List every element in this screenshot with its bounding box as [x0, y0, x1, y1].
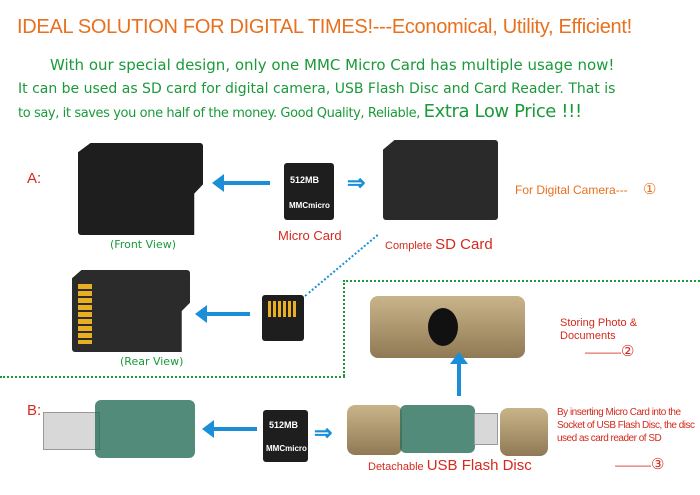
micro-card-image: 512MB MMCmicro — [284, 163, 334, 220]
section-a-label: A: — [27, 170, 42, 187]
usb-flash-label: USB Flash Disc — [426, 457, 532, 474]
dotted-connector — [304, 234, 379, 297]
camera-use-label: For Digital Camera--- ① — [515, 180, 656, 198]
num: ③ — [651, 456, 665, 473]
intro-line3-text: to say, it saves you one half of the mon… — [18, 106, 420, 121]
headline-main: IDEAL SOLUTION FOR DIGITAL TIMES! — [17, 16, 373, 38]
card-brand: MMCmicro — [266, 444, 307, 453]
headline-sep: --- — [372, 16, 392, 38]
card-capacity: 512MB — [290, 175, 320, 185]
sd-adapter-front-image — [78, 143, 203, 235]
usb-number: ———② — [585, 342, 634, 360]
intro-line2: It can be used as SD card for digital ca… — [18, 81, 616, 97]
card-capacity: 512MB — [269, 420, 299, 430]
sd-adapter-rear-image — [72, 270, 190, 352]
double-arrow-icon: ⇒ — [314, 420, 333, 445]
arrow-left-icon — [212, 174, 270, 192]
detachable-prefix: Detachable — [368, 461, 427, 473]
headline-tail: Economical, Utility, Efficient! — [391, 16, 632, 38]
reader-description: By inserting Micro Card into the Socket … — [557, 406, 695, 445]
arrow-left-icon — [195, 305, 250, 323]
num-dash: ——— — [615, 458, 651, 472]
section-divider — [343, 280, 700, 282]
storing-label: Storing Photo &Documents — [560, 317, 637, 343]
gold-contacts — [78, 284, 92, 344]
complete-sd-label: SD Card — [435, 236, 493, 253]
usb-cap-image — [347, 405, 402, 455]
reader-number: ———③ — [615, 455, 664, 473]
complete-sd-caption: Complete SD Card — [385, 236, 493, 253]
usb-flash-disc-image — [370, 296, 525, 358]
complete-sd-card-image — [383, 140, 498, 220]
section-divider — [0, 376, 345, 378]
camera-use-text: For Digital Camera--- — [515, 183, 628, 197]
usb-card-reader-image — [95, 400, 195, 458]
card-brand: MMCmicro — [289, 201, 330, 210]
card-slot — [428, 308, 458, 346]
num: ② — [621, 343, 635, 360]
headline: IDEAL SOLUTION FOR DIGITAL TIMES!---Econ… — [17, 16, 632, 39]
storing-line1: Storing Photo & — [560, 317, 638, 329]
rear-view-caption: (Rear View) — [120, 355, 184, 368]
usb-plug-image — [43, 412, 100, 450]
storing-line2: Documents — [560, 330, 616, 342]
arrow-up-icon — [450, 352, 468, 396]
usb-plug-image — [474, 413, 498, 445]
reader-desc-line2: Socket of USB Flash Disc, the disc — [557, 420, 695, 431]
price-highlight: Extra Low Price !!! — [423, 101, 582, 122]
reader-desc-line1: By inserting Micro Card into the — [557, 407, 681, 418]
usb-cover-image — [500, 408, 548, 456]
complete-prefix: Complete — [385, 240, 436, 252]
micro-card-rear-image — [262, 295, 304, 341]
micro-contacts — [268, 301, 296, 317]
double-arrow-icon: ⇒ — [347, 170, 366, 195]
front-view-caption: (Front View) — [110, 238, 177, 251]
intro-line1: With our special design, only one MMC Mi… — [50, 56, 615, 74]
section-b-label: B: — [27, 402, 42, 419]
camera-num: ① — [643, 181, 657, 198]
micro-card-caption: Micro Card — [278, 228, 342, 243]
arrow-left-icon — [202, 420, 257, 438]
usb-body-image — [400, 405, 475, 453]
reader-desc-line3: used as card reader of SD — [557, 433, 662, 444]
num-dash: ——— — [585, 345, 621, 359]
detachable-caption: Detachable USB Flash Disc — [368, 457, 532, 474]
section-divider — [343, 280, 345, 376]
micro-card-image: 512MB MMCmicro — [263, 410, 308, 462]
intro-line3: to say, it saves you one half of the mon… — [18, 101, 582, 122]
